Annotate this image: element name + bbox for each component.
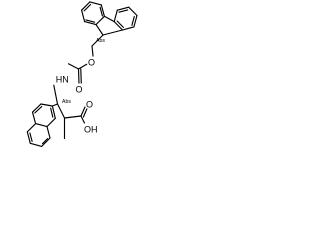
structure-diagram: O O HN OH O Abs Abs xyxy=(26,1,138,147)
naphthalene-upper-ring xyxy=(31,103,59,128)
acid-hydroxyl-label: OH xyxy=(84,124,98,134)
fluorene-left-ring xyxy=(81,1,105,26)
amino-acid-backbone xyxy=(53,84,88,140)
stereo-flag-fluorenyl: Abs xyxy=(96,38,105,44)
carbonyl-oxygen-label: O xyxy=(76,84,83,94)
naphthalene-lower-ring xyxy=(26,123,51,147)
atom-labels: O O HN OH O Abs Abs xyxy=(55,38,105,134)
fluorene-five-ring xyxy=(95,15,124,36)
ether-oxygen-label: O xyxy=(88,57,95,67)
acid-carbonyl-oxygen-label: O xyxy=(86,99,93,109)
stereo-flag-alpha: Abs xyxy=(62,99,71,105)
fluorene-right-ring xyxy=(113,6,138,31)
amide-nitrogen-label: HN xyxy=(56,74,69,84)
